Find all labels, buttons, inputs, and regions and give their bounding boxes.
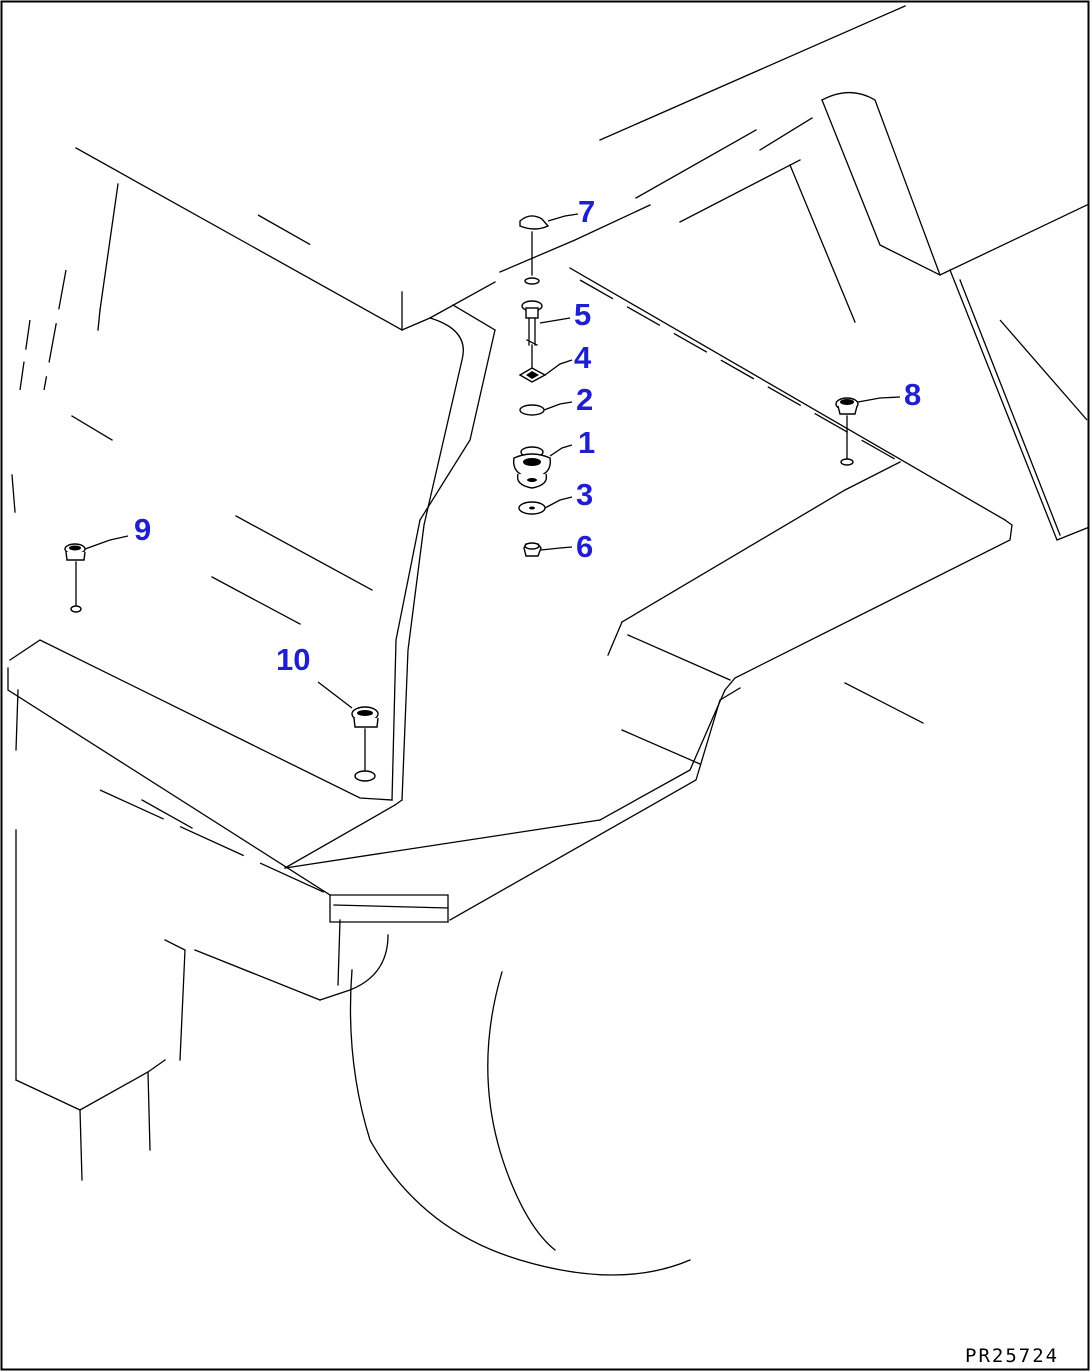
nut-part bbox=[523, 542, 542, 557]
mounting-parts bbox=[64, 215, 859, 782]
grommet-center-part bbox=[351, 706, 379, 782]
callout-7: 7 bbox=[578, 194, 595, 229]
machine-body-linework bbox=[7, 5, 1088, 1276]
callout-4: 4 bbox=[574, 340, 592, 375]
mount-rubber-part bbox=[512, 446, 552, 489]
cap-part bbox=[519, 215, 550, 285]
callout-8: 8 bbox=[904, 377, 921, 412]
washer-lower-part bbox=[518, 501, 546, 515]
grommet-left-part bbox=[64, 543, 86, 613]
callout-3: 3 bbox=[576, 477, 593, 512]
callout-9: 9 bbox=[134, 512, 151, 547]
leader-lines bbox=[84, 213, 901, 709]
callout-6: 6 bbox=[576, 529, 593, 564]
washer-upper-part bbox=[519, 404, 545, 416]
plate-washer-part bbox=[518, 367, 547, 383]
callout-labels: 7 5 4 2 1 3 6 8 9 10 bbox=[134, 194, 921, 677]
drawing-code: PR25724 bbox=[965, 1345, 1059, 1367]
bolt-part bbox=[521, 300, 543, 369]
callout-5: 5 bbox=[574, 297, 591, 332]
grommet-right-part bbox=[835, 397, 859, 466]
callout-1: 1 bbox=[578, 425, 595, 460]
callout-10: 10 bbox=[276, 642, 310, 677]
callout-2: 2 bbox=[576, 382, 593, 417]
